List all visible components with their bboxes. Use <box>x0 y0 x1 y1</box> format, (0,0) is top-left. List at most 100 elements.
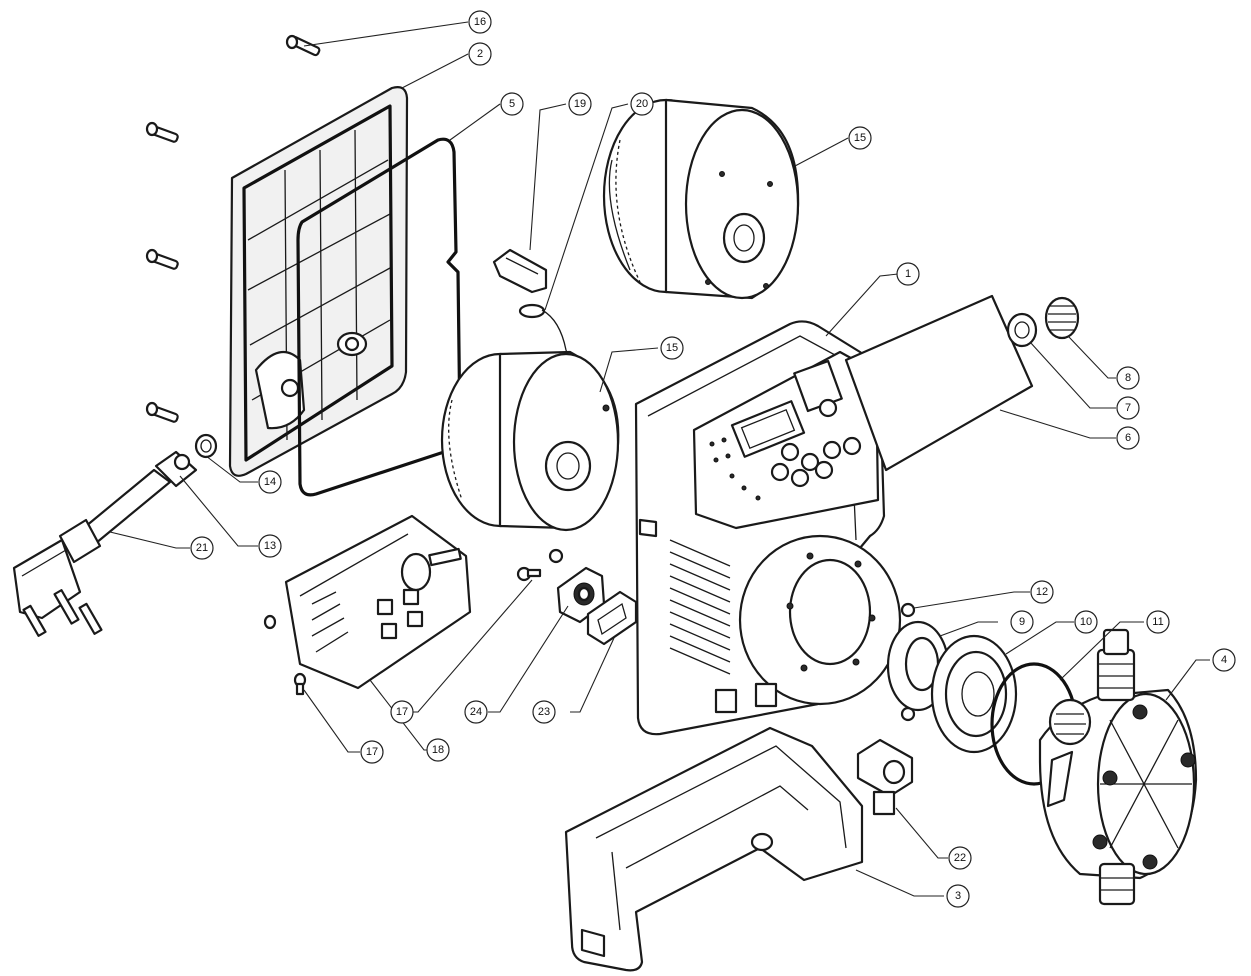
pump-head-4 <box>1038 628 1198 906</box>
callout-circle <box>630 92 654 116</box>
callout-circle <box>190 536 214 560</box>
callout-number: 4 <box>1221 654 1227 666</box>
callout-circle <box>426 738 450 762</box>
callout-number: 20 <box>636 98 648 110</box>
callout-number: 15 <box>854 132 866 144</box>
front-label-6 <box>844 294 1034 472</box>
callout-circle <box>948 846 972 870</box>
seal-23 <box>586 590 638 646</box>
callout-number: 8 <box>1125 372 1131 384</box>
screw-17-lower <box>293 672 307 696</box>
screw-small-pcb <box>263 548 564 630</box>
callout-circle <box>464 700 488 724</box>
diaphragm-10 <box>930 634 1018 754</box>
callout-circle <box>660 336 684 360</box>
knob-8 <box>1044 296 1080 340</box>
callout-number: 14 <box>264 476 276 488</box>
callout-number: 2 <box>477 48 483 60</box>
callout-number: 17 <box>366 746 378 758</box>
callout-c11: 11 <box>1146 610 1170 634</box>
callout-number: 16 <box>474 16 486 28</box>
callout-circle <box>1212 648 1236 672</box>
callout-number: 5 <box>509 98 515 110</box>
cable-gland-13 <box>154 450 198 488</box>
callout-circle <box>1074 610 1098 634</box>
callout-number: 18 <box>432 744 444 756</box>
power-cable-21 <box>12 468 172 637</box>
callout-number: 22 <box>954 852 966 864</box>
magnet-15-lower <box>440 350 620 532</box>
back-cover-2 <box>228 86 409 477</box>
callout-circle <box>568 92 592 116</box>
base-bracket-3 <box>564 726 864 972</box>
callout-c5: 5 <box>500 92 524 116</box>
callout-circle <box>258 534 282 558</box>
callout-c12: 12 <box>1030 580 1054 604</box>
callout-circle <box>1116 426 1140 450</box>
callout-c21: 21 <box>190 536 214 560</box>
callout-circle <box>258 470 282 494</box>
callout-number: 7 <box>1125 402 1131 414</box>
o-ring-14 <box>194 433 218 459</box>
callout-c17a: 17 <box>390 700 414 724</box>
screw-16 <box>285 34 321 57</box>
connector-19 <box>492 248 548 294</box>
callout-c3: 3 <box>946 884 970 908</box>
callout-c15b: 15 <box>660 336 684 360</box>
sensor-connector-22 <box>856 738 914 816</box>
screw-left-3 <box>145 401 179 423</box>
callout-circle <box>1116 366 1140 390</box>
callout-circle <box>1116 396 1140 420</box>
callout-number: 13 <box>264 540 276 552</box>
callout-number: 15 <box>666 342 678 354</box>
callout-circle <box>390 700 414 724</box>
callout-c13: 13 <box>258 534 282 558</box>
callout-c23: 23 <box>532 700 556 724</box>
callout-c14: 14 <box>258 470 282 494</box>
screw-left-2 <box>145 248 179 270</box>
callout-number: 24 <box>470 706 482 718</box>
callout-number: 9 <box>1019 616 1025 628</box>
callout-circle <box>1146 610 1170 634</box>
callout-c16: 16 <box>468 10 492 34</box>
pump-body-1 <box>634 320 902 736</box>
ring-7 <box>1006 312 1038 348</box>
callout-circle <box>468 10 492 34</box>
magnet-15-upper <box>602 98 800 300</box>
callout-number: 21 <box>196 542 208 554</box>
callout-c18: 18 <box>426 738 450 762</box>
callout-circle <box>1010 610 1034 634</box>
callout-c7: 7 <box>1116 396 1140 420</box>
callout-circle <box>946 884 970 908</box>
callout-number: 17 <box>396 706 408 718</box>
callout-c15a: 15 <box>848 126 872 150</box>
callout-c8: 8 <box>1116 366 1140 390</box>
callout-number: 11 <box>1152 616 1163 628</box>
callout-circle <box>896 262 920 286</box>
callout-circle <box>1030 580 1054 604</box>
callout-circle <box>360 740 384 764</box>
callout-circle <box>848 126 872 150</box>
callout-c17b: 17 <box>360 740 384 764</box>
screw-left-1 <box>145 121 179 143</box>
callout-c24: 24 <box>464 700 488 724</box>
callout-number: 1 <box>905 268 911 280</box>
callout-number: 19 <box>574 98 586 110</box>
callout-number: 23 <box>538 706 550 718</box>
callout-number: 12 <box>1036 586 1048 598</box>
callout-number: 6 <box>1125 432 1131 444</box>
pcb-18 <box>284 514 472 690</box>
callout-number: 10 <box>1080 616 1092 628</box>
callout-c20: 20 <box>630 92 654 116</box>
callout-c19: 19 <box>568 92 592 116</box>
screw-17-upper <box>516 566 542 582</box>
callout-c22: 22 <box>948 846 972 870</box>
callout-c4: 4 <box>1212 648 1236 672</box>
callout-circle <box>532 700 556 724</box>
callout-circle <box>500 92 524 116</box>
callout-c1: 1 <box>896 262 920 286</box>
callout-c9: 9 <box>1010 610 1034 634</box>
callout-c2: 2 <box>468 42 492 66</box>
